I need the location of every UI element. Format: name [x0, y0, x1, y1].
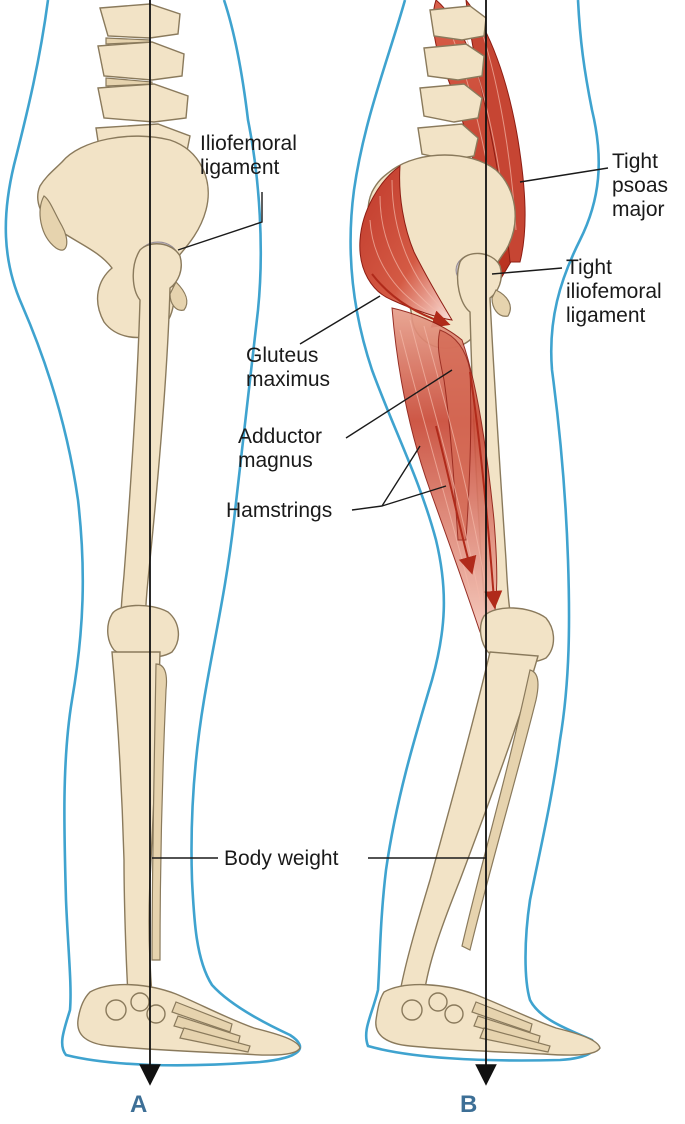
panel-b: Tight psoas major Tight iliofemoral liga…	[226, 0, 674, 1118]
panel-b-gluteus-label: Gluteus maximus	[246, 344, 330, 391]
panel-b-hamstrings-label: Hamstrings	[226, 499, 332, 522]
panel-a-iliofemoral-label: Iliofemoral ligament	[200, 132, 303, 179]
body-weight-label: Body weight	[224, 847, 339, 870]
panel-b-hamstrings-leader-1	[352, 446, 420, 510]
panel-b-psoas-label: Tight psoas major	[612, 150, 674, 221]
panel-b-gluteus-leader	[300, 296, 380, 344]
panel-b-iliofemoral-label: Tight iliofemoral ligament	[566, 256, 668, 327]
panel-b-psoas-leader	[520, 168, 608, 182]
panel-a: Iliofemoral ligament A	[6, 0, 303, 1118]
panel-a-knee	[108, 605, 179, 657]
panel-a-label: A	[130, 1091, 147, 1118]
panel-b-label: B	[460, 1091, 477, 1118]
panel-b-adductor-label: Adductor magnus	[238, 425, 328, 472]
